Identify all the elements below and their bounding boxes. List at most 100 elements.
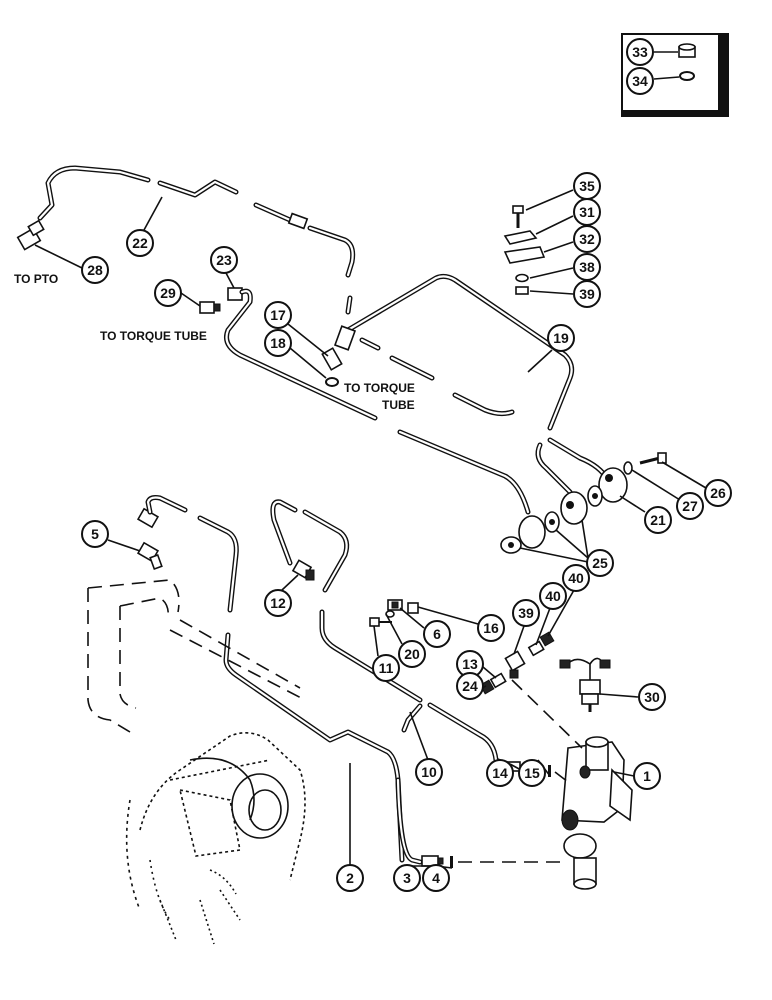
balloon-20: 21 (644, 506, 672, 534)
svg-text:17: 17 (270, 307, 286, 323)
svg-text:29: 29 (160, 285, 176, 301)
balloon-10: 10 (415, 758, 443, 786)
label-to-pto: TO PTO (14, 272, 58, 286)
svg-text:15: 15 (524, 765, 540, 781)
balloon-16: 20 (398, 640, 426, 668)
inset-box: 33 34 (621, 33, 729, 117)
balloon-35: 30 (638, 683, 666, 711)
flange-block-20-icon (598, 467, 628, 503)
svg-text:18: 18 (270, 335, 286, 351)
balloon-11: 12 (264, 589, 292, 617)
adapter-39-right-icon (527, 640, 545, 657)
balloon-1: 1 (633, 762, 661, 790)
svg-text:38: 38 (579, 259, 595, 275)
balloon-25: 27 (676, 492, 704, 520)
svg-text:39: 39 (518, 605, 534, 621)
clamp-29-icon (503, 246, 546, 264)
flange-block-23b-icon (518, 515, 546, 549)
svg-text:13: 13 (462, 656, 478, 672)
washer-31-icon (515, 273, 529, 283)
balloon-28: 31 (573, 198, 601, 226)
balloon-18: 18 (264, 329, 292, 357)
label-to-torque-tube-mid-1: TO TORQUE (344, 381, 415, 395)
balloon-24: 26 (704, 479, 732, 507)
o-ring-18-icon (325, 377, 339, 387)
svg-text:40: 40 (568, 570, 584, 586)
tube-22-to-torque-tube (224, 287, 531, 515)
balloon-32: 39 (573, 280, 601, 308)
svg-text:6: 6 (433, 626, 441, 642)
transmission-housing-sketch (125, 732, 306, 945)
svg-text:4: 4 (432, 870, 440, 886)
balloon-38: 39 (512, 599, 540, 627)
tube-21-to-pto (37, 165, 356, 315)
balloon-13: 15 (518, 759, 546, 787)
balloon-40-left: 24 (456, 672, 484, 700)
balloon-21: 22 (126, 229, 154, 257)
elbow-fitting-5-icon (136, 541, 163, 571)
fitting-27-icon (199, 301, 221, 314)
balloon-30: 35 (573, 172, 601, 200)
svg-text:30: 30 (644, 689, 660, 705)
clip-28-icon (503, 230, 538, 245)
balloon-33: 33 (626, 38, 654, 66)
seal-13-icon (548, 765, 551, 777)
gasket-23b-icon (544, 511, 560, 533)
tee-fitting-38-icon (504, 650, 526, 679)
svg-text:14: 14 (492, 765, 508, 781)
balloon-27: 29 (154, 279, 182, 307)
svg-text:27: 27 (682, 498, 698, 514)
flange-block-23a-icon (560, 491, 588, 525)
tube-19 (345, 273, 611, 495)
svg-text:35: 35 (579, 178, 595, 194)
washer-34-icon (679, 71, 695, 81)
balloon-3: 3 (393, 864, 421, 892)
balloon-15: 11 (372, 654, 400, 682)
svg-text:21: 21 (650, 512, 666, 528)
balloon-39-right: 40 (539, 582, 567, 610)
gasket-23a-icon (587, 485, 603, 507)
balloon-23: 25 (586, 549, 614, 577)
pressure-switch-35-icon (559, 657, 611, 712)
balloon-40-right: 40 (562, 564, 590, 592)
tube-10 (270, 499, 511, 768)
svg-text:25: 25 (592, 555, 608, 571)
svg-text:3: 3 (403, 870, 411, 886)
tube-2 (136, 495, 423, 865)
clamp-14-icon (407, 602, 419, 614)
svg-text:24: 24 (462, 678, 478, 694)
balloon-2: 2 (336, 864, 364, 892)
balloon-12: 14 (486, 759, 514, 787)
fitting-11-icon (291, 559, 315, 581)
elbow-fitting-26-icon (16, 219, 45, 251)
svg-text:5: 5 (91, 526, 99, 542)
balloon-26: 28 (81, 256, 109, 284)
plug-33-icon (678, 43, 696, 58)
svg-text:28: 28 (87, 262, 103, 278)
svg-text:16: 16 (483, 620, 499, 636)
svg-text:23: 23 (216, 252, 232, 268)
balloon-17: 17 (264, 301, 292, 329)
balloon-34: 34 (626, 67, 654, 95)
svg-text:19: 19 (553, 330, 569, 346)
alignment-line-13 (554, 771, 569, 783)
svg-text:12: 12 (270, 595, 286, 611)
seal-4-icon (450, 856, 453, 868)
svg-text:2: 2 (346, 870, 354, 886)
svg-text:22: 22 (132, 235, 148, 251)
washer-25-icon (623, 461, 633, 475)
svg-text:10: 10 (421, 764, 437, 780)
elbow-fitting-17-icon (321, 325, 357, 371)
balloon-22: 23 (210, 246, 238, 274)
adapter-39-left-icon (489, 672, 507, 689)
alignment-line-38 (511, 679, 583, 749)
svg-text:33: 33 (632, 44, 648, 60)
svg-text:20: 20 (404, 646, 420, 662)
label-to-torque-tube-left: TO TORQUE TUBE (100, 329, 207, 343)
balloon-31: 38 (573, 253, 601, 281)
clip-6-icon (387, 599, 403, 611)
valve-body-1-icon (561, 736, 633, 890)
svg-text:26: 26 (710, 485, 726, 501)
nut-40-right-icon (539, 631, 555, 647)
